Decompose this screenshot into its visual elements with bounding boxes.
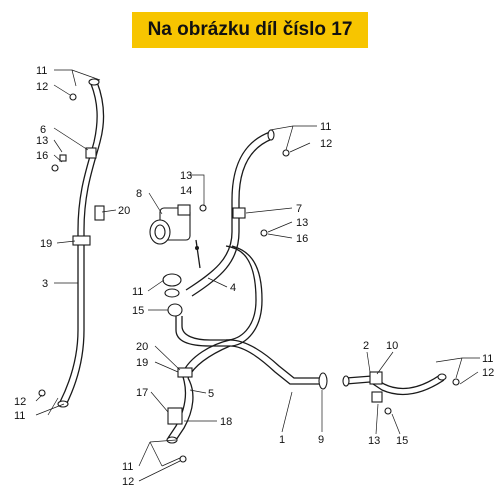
callout-9: 9: [318, 434, 324, 446]
callout-15: 15: [396, 435, 408, 447]
callout-13: 13: [368, 435, 380, 447]
callout-10: 10: [386, 340, 398, 352]
screws: [38, 93, 460, 463]
callout-11: 11: [14, 410, 25, 422]
callout-11: 11: [482, 353, 493, 365]
part-8-sensor: [149, 204, 191, 245]
callout-12: 12: [14, 396, 26, 408]
callout-12: 12: [122, 476, 134, 488]
callout-19: 19: [136, 357, 148, 369]
callout-17: 17: [136, 387, 148, 399]
callout-11: 11: [36, 65, 47, 77]
callout-8: 8: [136, 188, 142, 200]
leader-lines: [35, 69, 480, 482]
callout-13: 13: [296, 217, 308, 229]
callout-1: 1: [279, 434, 285, 446]
callout-20: 20: [118, 205, 130, 217]
callout-12: 12: [36, 81, 48, 93]
callout-4: 4: [230, 282, 236, 294]
callout-labels: 11 12 6 13 16 20 19 3 12 11 8 13 14 11 1…: [14, 65, 494, 488]
callout-15: 15: [132, 305, 144, 317]
callout-6: 6: [40, 124, 46, 136]
callout-13: 13: [36, 135, 48, 147]
header-title: Na obrázku díl číslo 17: [147, 19, 353, 40]
callout-19: 19: [40, 238, 52, 250]
callout-16: 16: [296, 233, 308, 245]
callout-13: 13: [180, 170, 192, 182]
callout-11: 11: [132, 286, 143, 298]
callout-20: 20: [136, 341, 148, 353]
pipe-lower-left-assembly: [166, 367, 194, 444]
pipe-left-assembly: [57, 78, 105, 408]
callout-11: 11: [122, 461, 133, 473]
pipe-upper-assembly: [185, 129, 275, 297]
callout-12: 12: [482, 367, 494, 379]
callout-11: 11: [320, 121, 331, 133]
callout-5: 5: [208, 388, 214, 400]
callout-7: 7: [296, 203, 302, 215]
header-banner: Na obrázku díl číslo 17: [132, 12, 368, 48]
callout-12: 12: [320, 138, 332, 150]
callout-16: 16: [36, 150, 48, 162]
callout-18: 18: [220, 416, 232, 428]
callout-3: 3: [42, 278, 48, 290]
fittings-center: [162, 273, 183, 317]
pipe-main-assembly: [175, 245, 328, 390]
callout-14: 14: [180, 185, 192, 197]
callout-2: 2: [363, 340, 369, 352]
pipe-right-assembly: [342, 371, 447, 403]
